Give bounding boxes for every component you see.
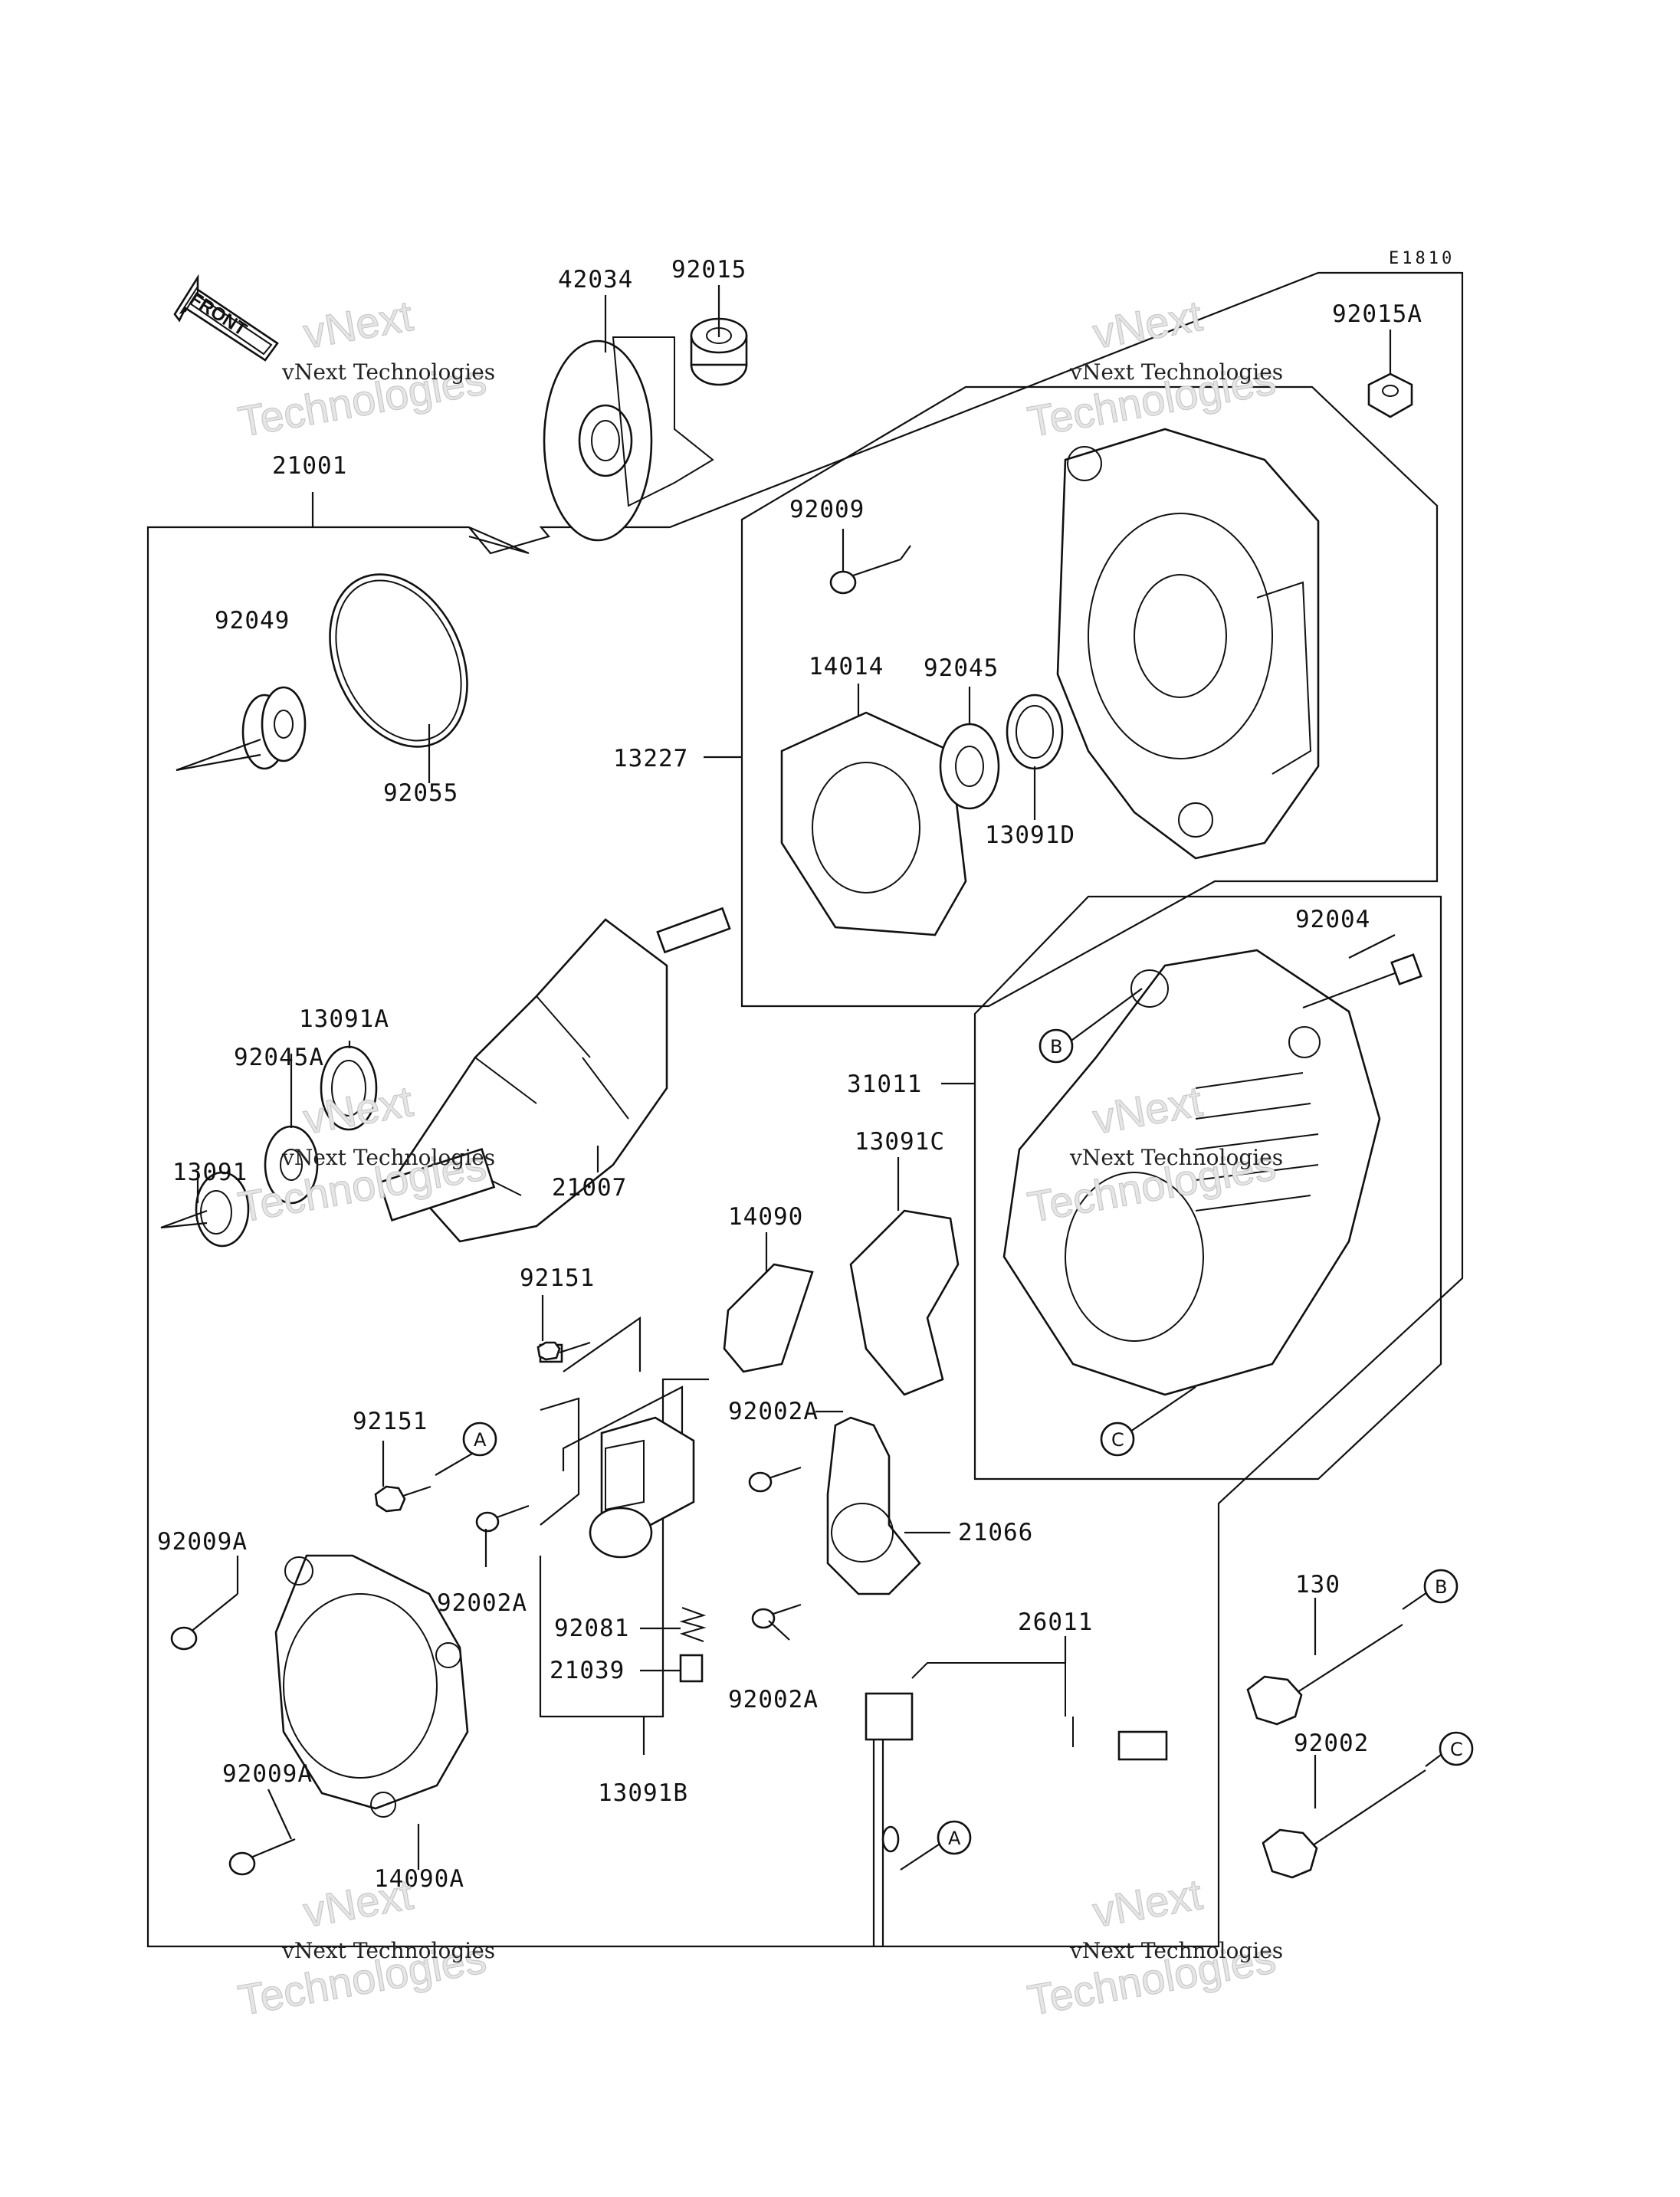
brush-holder-13091B [539,1316,709,1718]
bolt-92151-upper [536,1341,591,1363]
svg-text:A: A [474,1429,487,1451]
label-92004: 92004 [1295,906,1370,933]
label-92151-upper: 92151 [520,1264,595,1292]
label-92009A-lower: 92009A [222,1760,313,1788]
label-14014: 14014 [809,653,884,680]
svg-text:B: B [1050,1036,1062,1058]
screw-92002A-lower [751,1603,802,1629]
diagram-code: E1810 [1389,249,1455,268]
holder-14090 [723,1263,814,1373]
collar-13091D [1006,694,1064,770]
bolt-130 [1246,1624,1403,1726]
label-13091D: 13091D [985,821,1075,849]
o-ring-92055 [329,573,468,748]
bearing-92045 [939,723,1000,810]
svg-text:C: C [1450,1739,1463,1760]
label-13091A: 13091A [299,1005,389,1033]
bolt-92004 [1302,953,1422,1009]
svg-text:vNext Technologies: vNext Technologies [1069,359,1283,385]
svg-text:vNext: vNext [300,291,416,358]
regulator-21066 [826,1416,921,1595]
callout-A-brush: A [435,1421,497,1476]
callout-B-housing: B [1039,988,1143,1064]
label-42034: 42034 [558,266,633,293]
pulley [543,336,714,542]
label-92081: 92081 [554,1615,629,1642]
svg-text:vNext: vNext [1089,291,1206,358]
label-92002A-brush: 92002A [437,1589,527,1617]
label-92049: 92049 [215,607,290,635]
label-92002A-lower: 92002A [728,1686,819,1713]
label-21066: 21066 [958,1519,1033,1546]
label-14090: 14090 [728,1203,803,1231]
watermark-top-left: Technologies vNext vNext Technologies [235,290,496,446]
svg-text:vNext Technologies: vNext Technologies [281,1145,495,1170]
label-13091: 13091 [172,1159,248,1186]
label-26011: 26011 [1018,1608,1093,1636]
label-21007: 21007 [552,1174,627,1202]
label-130: 130 [1295,1571,1340,1599]
screw-92002A-brush [475,1504,530,1533]
svg-text:vNext Technologies: vNext Technologies [1069,1938,1283,1963]
label-92151-lower: 92151 [353,1408,428,1435]
brush-21039 [679,1654,704,1683]
rear-cover-14090A [274,1554,469,1818]
assembly-outline [146,271,1464,1948]
label-92015: 92015 [671,256,746,284]
svg-text:C: C [1111,1429,1124,1451]
label-92002: 92002 [1294,1730,1369,1757]
svg-text:vNext: vNext [1089,1870,1206,1936]
svg-text:vNext Technologies: vNext Technologies [281,1938,495,1963]
svg-text:B: B [1435,1576,1447,1598]
label-21001: 21001 [272,452,347,480]
label-14090A: 14090A [374,1865,464,1893]
screw-92009A-lower [228,1838,296,1876]
retainer-14014 [780,711,967,936]
bolt-92002 [1262,1769,1426,1879]
svg-text:A: A [948,1828,961,1849]
front-housing [1056,428,1320,860]
svg-text:vNext: vNext [300,1077,416,1143]
label-92002A-upper: 92002A [728,1398,819,1425]
leader-lines [160,285,1396,1870]
screw-92002A-upper [748,1466,802,1493]
part-labels: 42034 92015 92015A 21001 92049 92055 920… [157,256,1422,1893]
lead-wire-26011 [865,1662,1168,1946]
spring-92081 [679,1607,707,1642]
callout-A-wire: A [900,1820,972,1871]
label-92045A: 92045A [234,1044,324,1071]
callout-C-bolt: C [1425,1731,1474,1767]
screw-92009 [829,558,901,595]
callout-B-bolt: B [1402,1569,1459,1610]
callout-C-housing: C [1100,1386,1196,1457]
label-13091C: 13091C [855,1128,945,1156]
insulator-13091C [849,1209,960,1396]
label-31011: 31011 [847,1071,922,1098]
label-92009: 92009 [789,496,865,523]
svg-text:vNext: vNext [300,1870,416,1936]
nut-92015A [1367,372,1413,418]
svg-text:vNext Technologies: vNext Technologies [1069,1145,1283,1170]
label-92045: 92045 [924,654,999,682]
front-arrow-icon: FRONT [173,274,279,362]
label-13227: 13227 [613,745,688,772]
label-92015A: 92015A [1332,300,1422,328]
collar-13091 [195,1171,250,1248]
bearing-92049 [241,686,307,770]
front-housing-box [740,385,1439,1008]
screw-92009A-upper [170,1593,238,1651]
rear-housing-box [973,895,1442,1481]
rear-housing [1002,949,1381,1396]
label-21039: 21039 [550,1657,625,1684]
watermark-top-right: Technologies vNext vNext Technologies [1024,290,1284,446]
label-92055: 92055 [383,779,458,807]
svg-text:vNext Technologies: vNext Technologies [281,359,495,385]
bolt-92151-lower [374,1485,431,1513]
rotor-21007 [378,907,731,1243]
label-92009A-upper: 92009A [157,1528,248,1556]
label-13091B: 13091B [598,1779,688,1807]
